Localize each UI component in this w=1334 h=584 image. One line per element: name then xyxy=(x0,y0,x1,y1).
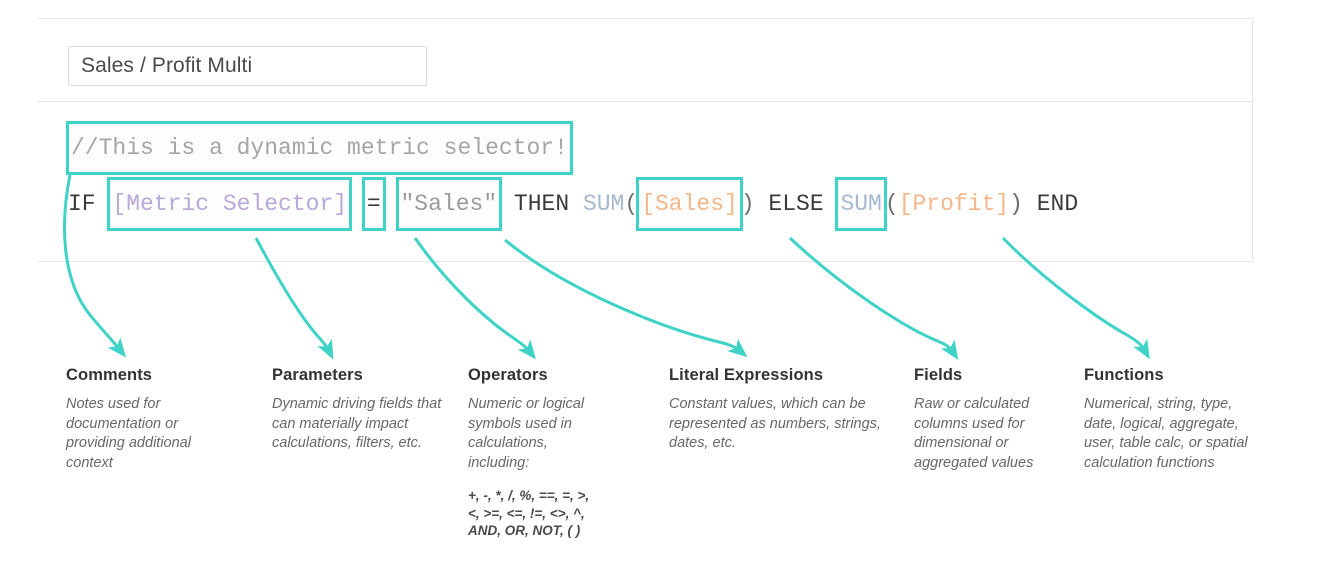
legend-column-comments: Comments Notes used for documentation or… xyxy=(66,366,272,473)
legend-column-literal-expressions: Literal Expressions Constant values, whi… xyxy=(669,366,914,454)
calculation-name-input[interactable]: Sales / Profit Multi xyxy=(68,46,427,86)
legend-desc-parameters: Dynamic driving fields that can material… xyxy=(272,396,442,451)
legend-desc-fields: Raw or calculated columns used for dimen… xyxy=(914,396,1034,471)
token-function-sum-2: SUM xyxy=(840,191,882,217)
legend-operators-line-3: AND, OR, NOT, ( ) xyxy=(468,523,581,538)
highlight-box-operator: = xyxy=(364,180,383,228)
formula-comment-line: //This is a dynamic metric selector! xyxy=(68,124,1252,172)
legend-desc-literal-expressions: Constant values, which can be represente… xyxy=(669,396,881,451)
token-paren-close-2: ) xyxy=(1009,191,1023,217)
legend-title-literal-expressions: Literal Expressions xyxy=(669,366,824,384)
legend-column-functions: Functions Numerical, string, type, date,… xyxy=(1084,366,1274,473)
legend-column-operators: Operators Numeric or logical symbols use… xyxy=(468,366,669,540)
token-paren-close-1: ) xyxy=(740,191,755,217)
token-comment: //This is a dynamic metric selector! xyxy=(71,135,568,161)
token-space-1 xyxy=(350,191,364,217)
legend-operators-line-1: +, -, *, /, %, ==, =, >, xyxy=(468,488,590,503)
token-then-keyword: THEN xyxy=(500,191,583,217)
legend-desc-comments: Notes used for documentation or providin… xyxy=(66,396,191,471)
legend-title-functions: Functions xyxy=(1084,366,1164,384)
highlight-box-function: SUM xyxy=(838,180,884,228)
legend-desc-operators: Numeric or logical symbols used in calcu… xyxy=(468,396,585,471)
token-else-keyword: ELSE xyxy=(754,191,838,217)
token-if-keyword: IF xyxy=(68,191,110,217)
highlight-box-literal: "Sales" xyxy=(398,180,500,228)
token-operator-equals: = xyxy=(366,191,381,217)
highlight-box-parameter: [Metric Selector] xyxy=(110,180,350,228)
calculation-name-value: Sales / Profit Multi xyxy=(81,54,253,77)
token-paren-open-1: ( xyxy=(624,191,639,217)
legend-title-comments: Comments xyxy=(66,366,153,384)
legend-column-parameters: Parameters Dynamic driving fields that c… xyxy=(272,366,468,454)
formula-expression-line: IF [Metric Selector] = "Sales" THEN SUM(… xyxy=(68,180,1252,228)
token-literal-sales: "Sales" xyxy=(400,191,498,217)
token-function-sum-1: SUM xyxy=(582,191,625,217)
legend-title-operators: Operators xyxy=(468,366,548,384)
calculation-title-row: Sales / Profit Multi xyxy=(38,19,1252,102)
legend-column-fields: Fields Raw or calculated columns used fo… xyxy=(914,366,1084,473)
highlight-box-field: [Sales] xyxy=(639,180,740,228)
legend-desc-functions: Numerical, string, type, date, logical, … xyxy=(1084,396,1248,471)
legend-row: Comments Notes used for documentation or… xyxy=(66,366,1276,540)
token-paren-open-2: ( xyxy=(884,191,899,217)
legend-title-fields: Fields xyxy=(914,366,963,384)
token-space-2 xyxy=(384,191,398,217)
token-field-sales: [Sales] xyxy=(641,191,738,217)
token-field-profit: [Profit] xyxy=(898,191,1010,217)
legend-title-parameters: Parameters xyxy=(272,366,363,384)
token-parameter: [Metric Selector] xyxy=(112,191,348,217)
legend-operators-line-2: <, >=, <=, !=, <>, ^, xyxy=(468,505,585,521)
highlight-box-comment: //This is a dynamic metric selector! xyxy=(69,124,570,172)
legend-operators-symbols: +, -, *, /, %, ==, =, >, <, >=, <=, !=, … xyxy=(468,487,669,540)
formula-editor[interactable]: //This is a dynamic metric selector! IF … xyxy=(38,102,1252,262)
calculation-editor-panel: Sales / Profit Multi //This is a dynamic… xyxy=(38,18,1253,262)
token-end-keyword: END xyxy=(1022,191,1079,217)
